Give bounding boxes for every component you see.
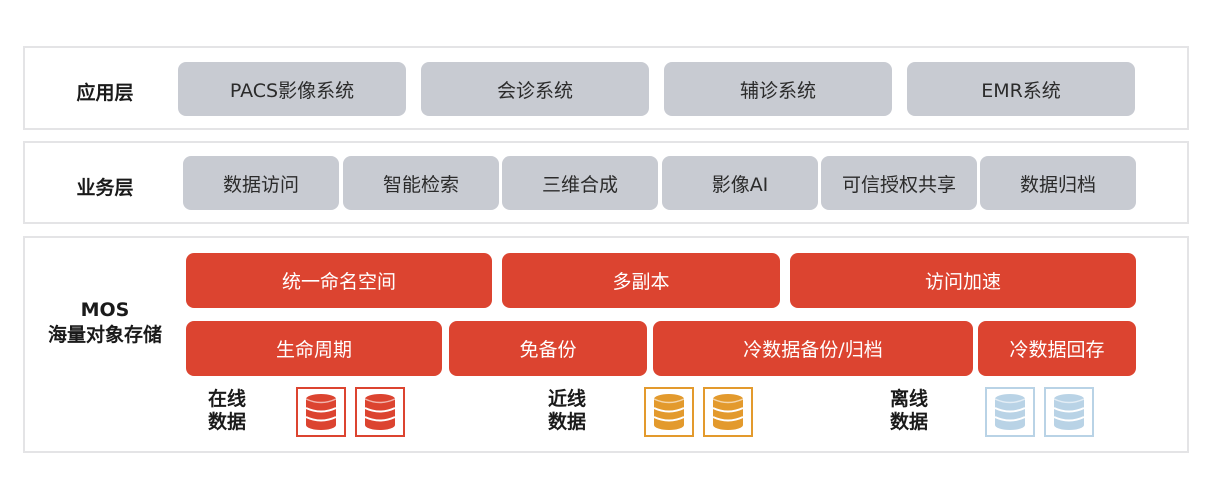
database-icon xyxy=(355,387,405,437)
app-item-emr: EMR系统 xyxy=(907,62,1135,116)
biz-item-smart-search: 智能检索 xyxy=(343,156,499,210)
database-icon xyxy=(1044,387,1094,437)
business-layer: 业务层 数据访问 智能检索 三维合成 影像AI 可信授权共享 数据归档 xyxy=(23,141,1189,224)
app-item-consultation: 会诊系统 xyxy=(421,62,649,116)
storage-layer: MOS 海量对象存储 统一命名空间 多副本 访问加速 生命周期 免备份 冷数据备… xyxy=(23,236,1189,453)
database-icon xyxy=(296,387,346,437)
biz-item-trusted-sharing: 可信授权共享 xyxy=(821,156,977,210)
biz-item-imaging-ai: 影像AI xyxy=(662,156,818,210)
biz-item-3d-synthesis: 三维合成 xyxy=(502,156,658,210)
storage-layer-label: MOS 海量对象存储 xyxy=(25,298,185,348)
storage-layer-label-mos: MOS xyxy=(80,299,130,321)
app-item-pacs: PACS影像系统 xyxy=(178,62,406,116)
storage-feature-cold-restore: 冷数据回存 xyxy=(978,321,1136,376)
storage-layer-label-name: 海量对象存储 xyxy=(47,324,162,346)
tier-offline-label: 离线数据 xyxy=(889,388,928,433)
tier-online-label: 在线数据 xyxy=(207,388,246,433)
database-icon xyxy=(703,387,753,437)
application-layer: 应用层 PACS影像系统 会诊系统 辅诊系统 EMR系统 xyxy=(23,46,1189,130)
database-icon xyxy=(985,387,1035,437)
storage-feature-lifecycle: 生命周期 xyxy=(186,321,442,376)
application-layer-label: 应用层 xyxy=(76,82,134,104)
app-item-assisted-diagnosis: 辅诊系统 xyxy=(664,62,892,116)
storage-feature-access-acceleration: 访问加速 xyxy=(790,253,1136,308)
storage-feature-multi-replica: 多副本 xyxy=(502,253,780,308)
database-icon xyxy=(644,387,694,437)
business-layer-label: 业务层 xyxy=(76,177,134,199)
biz-item-data-access: 数据访问 xyxy=(183,156,339,210)
storage-feature-unified-namespace: 统一命名空间 xyxy=(186,253,492,308)
storage-feature-backup-free: 免备份 xyxy=(449,321,647,376)
biz-item-data-archive: 数据归档 xyxy=(980,156,1136,210)
tier-nearline-label: 近线数据 xyxy=(547,388,586,433)
storage-feature-cold-backup-archive: 冷数据备份/归档 xyxy=(653,321,973,376)
